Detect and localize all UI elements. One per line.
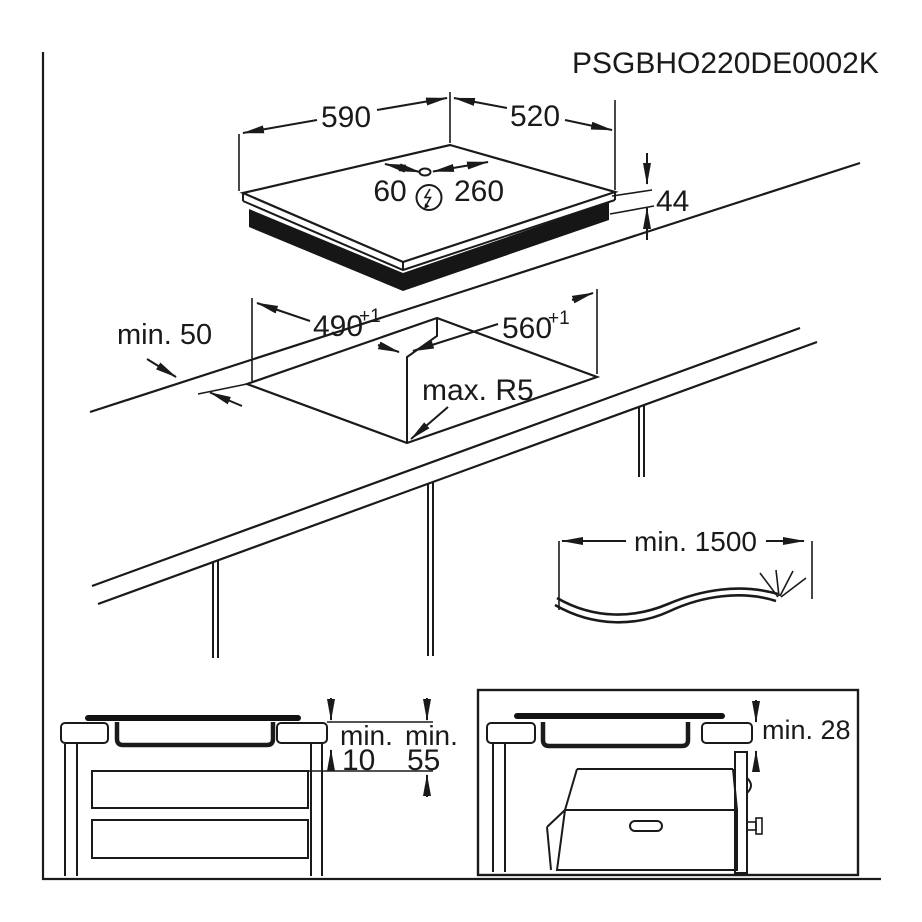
cable-curve-top [556, 587, 779, 616]
oven-drawing [546, 751, 763, 874]
dim-490-line-left [256, 302, 311, 322]
dim-maxr5-leader [410, 406, 449, 440]
hob-isometric-view: 590 520 60 260 44 [238, 92, 689, 291]
dim-10-prefix: min. [340, 720, 393, 751]
dim-min50-ref-line [197, 383, 248, 395]
cable-wire-ends [759, 569, 807, 598]
dim-260-label: 260 [454, 175, 504, 208]
cabinet-leg-2 [492, 744, 506, 872]
oven-hinge-bump [746, 777, 752, 794]
dim-44-label: 44 [656, 185, 689, 218]
oven-handle [629, 820, 663, 832]
dim-60-line [384, 163, 421, 173]
dim-560-tolerance: +1 [548, 308, 570, 329]
worktop-front-top-edge [91, 326, 801, 588]
dim-490-line-right [377, 341, 400, 353]
oven-left-edge [546, 809, 566, 871]
dim-490-tolerance: +1 [359, 306, 381, 327]
page-frame-rule [41, 52, 881, 881]
dim-520-line-left [453, 97, 508, 109]
worktop-cutout-view: 490 +1 560 +1 min. 50 max. R5 [117, 289, 601, 445]
counter-right-piece-2 [701, 722, 753, 744]
power-cable-view: min. 1500 [554, 526, 813, 624]
dim-260-line [432, 161, 489, 173]
dim-10-value: 10 [342, 744, 375, 777]
drawer-lower [91, 819, 309, 859]
hob-body-left-face [249, 209, 403, 291]
dim-maxr5-label: max. R5 [422, 374, 534, 407]
dim-min50-arrow-upper [146, 358, 177, 378]
hob-glass-edge [242, 199, 616, 272]
dim-min50-arrow-lower [209, 391, 243, 407]
dim-1500-label: min. 1500 [634, 526, 757, 557]
dim-560-label: 560 [502, 312, 552, 345]
dim-min50-label: min. 50 [117, 319, 212, 351]
oven-section-view: min. 28 [476, 688, 860, 877]
dim-590-line-right [376, 97, 448, 111]
dim-560-line-left [412, 323, 499, 352]
oven-front-face [555, 809, 738, 871]
dim-590-line-left [242, 119, 318, 134]
oven-side-panel [734, 751, 748, 874]
dim-520-label: 520 [510, 100, 560, 133]
dim-490-label: 490 [313, 310, 363, 343]
dim-590-label: 590 [321, 101, 371, 134]
power-connection-icon [415, 184, 443, 211]
counter-left-piece-2 [486, 722, 536, 744]
hob-body-section [114, 722, 276, 748]
cable-entry-point [418, 167, 432, 177]
drawer-section-view: min. 10 min. 55 [60, 698, 458, 876]
dim-520-line-right [564, 119, 613, 131]
counter-left-piece [60, 722, 109, 744]
oven-view-border [476, 688, 860, 877]
cabinet-legs [64, 744, 323, 876]
dim-55-value: 55 [407, 744, 440, 777]
hob-body-right-face [403, 202, 609, 291]
model-number-title: PSGBHO220DE0002K [572, 47, 879, 80]
drawer-upper [91, 770, 309, 809]
dim-60-label: 60 [373, 175, 406, 208]
worktop-edges [89, 161, 861, 658]
worktop-back-edge [89, 161, 861, 414]
dim-55-prefix: min. [405, 720, 458, 751]
worktop-front-bottom-edge [97, 340, 818, 606]
dim-560-line-right [571, 292, 594, 304]
cable-curve-bottom [554, 594, 777, 624]
counter-right-piece [276, 722, 328, 744]
dim-28-label: min. 28 [762, 715, 851, 745]
hob-body-section-2 [540, 722, 691, 749]
oven-knob-cap [755, 817, 763, 835]
cabinet-panel-edges [212, 404, 645, 658]
